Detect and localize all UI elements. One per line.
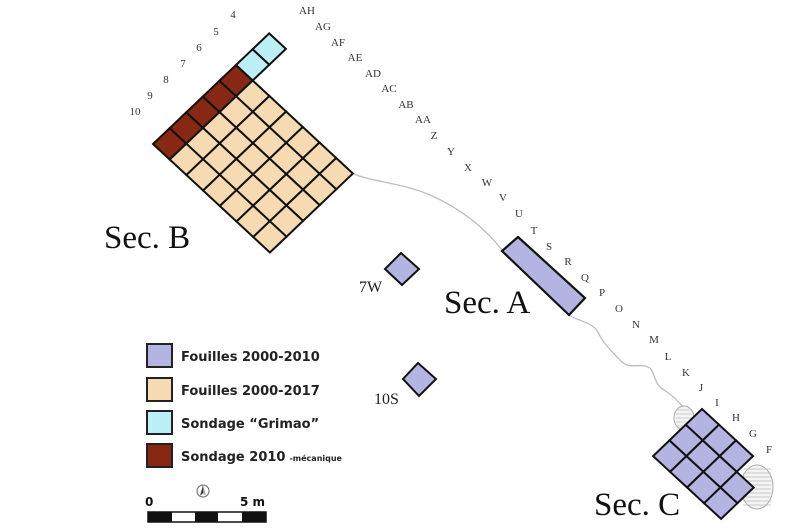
river-line bbox=[351, 172, 689, 413]
column-label: AE bbox=[348, 52, 363, 64]
column-label: AG bbox=[315, 21, 331, 33]
column-label: U bbox=[515, 208, 523, 220]
column-label: Q bbox=[581, 272, 589, 284]
column-label: T bbox=[531, 225, 538, 237]
legend-label: Fouilles 2000-2010 bbox=[181, 350, 320, 365]
legend-label: Sondage “Grimao” bbox=[181, 417, 319, 432]
legend-swatch-sondage-2010 bbox=[146, 443, 173, 468]
sector-a-trench-shape bbox=[500, 235, 587, 317]
unit-10s-shape bbox=[401, 361, 438, 398]
sector-a-trench bbox=[500, 235, 587, 317]
sector-c-grid bbox=[651, 407, 756, 521]
column-label: V bbox=[499, 192, 507, 204]
column-label: K bbox=[682, 367, 690, 379]
legend-swatch-fouilles-2000-2010 bbox=[146, 343, 173, 368]
unit-7w-shape bbox=[383, 251, 421, 287]
legend-label: Fouilles 2000-2017 bbox=[181, 384, 320, 399]
row-label: 8 bbox=[163, 74, 169, 86]
column-label: M bbox=[649, 334, 659, 346]
test-units bbox=[383, 251, 438, 398]
column-label: J bbox=[699, 382, 704, 394]
column-label: S bbox=[546, 241, 552, 253]
column-label: L bbox=[665, 351, 672, 363]
stone-wall-remains bbox=[673, 405, 774, 510]
brick-hatch-icon bbox=[740, 464, 774, 510]
fouilles-2000-2010-cell bbox=[702, 486, 739, 521]
row-label: 4 bbox=[230, 9, 236, 21]
fouilles-2000-2017-cell bbox=[251, 219, 288, 254]
row-label: 7 bbox=[180, 58, 186, 70]
column-label: I bbox=[715, 397, 719, 409]
row-label: 5 bbox=[213, 26, 219, 38]
unit-10s-label: 10S bbox=[374, 391, 399, 408]
sondage-grimao-cell bbox=[251, 32, 288, 67]
sector-b-grid bbox=[151, 32, 355, 254]
scale-end-label: 5 m bbox=[240, 495, 265, 509]
legend-swatch-sondage-grimao bbox=[146, 410, 173, 435]
column-label: N bbox=[632, 319, 640, 331]
north-arrow-icon bbox=[196, 484, 210, 498]
row-label: 6 bbox=[196, 42, 202, 54]
column-label: Y bbox=[447, 146, 455, 158]
column-label: G bbox=[749, 428, 757, 440]
row-label: 9 bbox=[147, 90, 153, 102]
column-label: W bbox=[482, 177, 493, 189]
column-label: AD bbox=[365, 68, 381, 80]
row-label: 10 bbox=[130, 106, 142, 118]
column-label: AB bbox=[398, 99, 413, 111]
column-label: Z bbox=[431, 130, 438, 142]
scale-start-label: 0 bbox=[145, 495, 153, 509]
column-label: X bbox=[464, 162, 472, 174]
unit-7w-label: 7W bbox=[359, 279, 383, 296]
column-label: O bbox=[615, 303, 623, 315]
column-label: AF bbox=[331, 37, 345, 49]
column-label: F bbox=[766, 444, 772, 456]
column-label: H bbox=[732, 412, 740, 424]
column-label: AC bbox=[381, 83, 396, 95]
column-label: P bbox=[599, 287, 605, 299]
sector-b-label: Sec. B bbox=[104, 220, 190, 256]
column-label: AA bbox=[415, 114, 431, 126]
legend: Fouilles 2000-2010 Fouilles 2000-2017 So… bbox=[146, 343, 343, 468]
sector-c-label: Sec. C bbox=[594, 487, 680, 523]
column-label: AH bbox=[299, 5, 315, 17]
legend-label: Sondage 2010-mécanique bbox=[181, 450, 343, 465]
scale-bar: 0 5 m bbox=[145, 484, 267, 523]
column-label: R bbox=[564, 256, 572, 268]
sector-a-label: Sec. A bbox=[444, 285, 530, 321]
legend-swatch-fouilles-2000-2017 bbox=[146, 377, 173, 402]
